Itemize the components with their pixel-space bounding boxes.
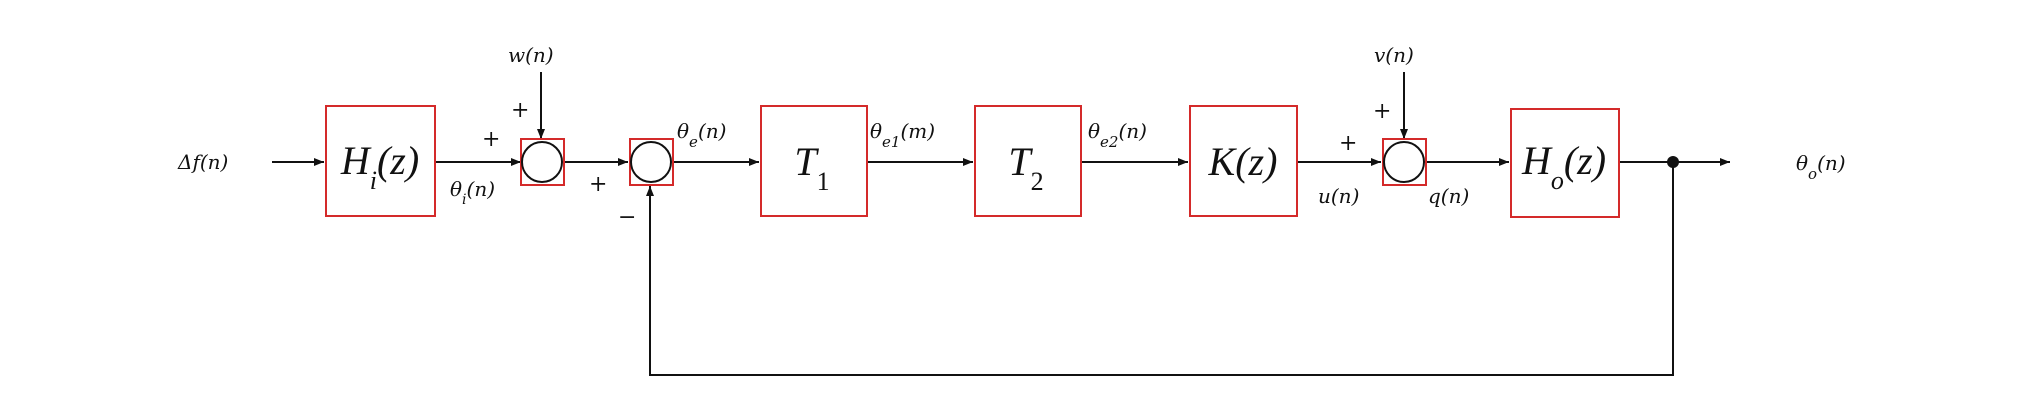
svg-text:Ho(z): Ho(z) — [1521, 138, 1606, 195]
feedback-path — [646, 162, 1674, 376]
sum2-plus-left: + — [589, 172, 607, 197]
pickoff-dot — [1667, 156, 1679, 168]
v-label: v(n) — [1374, 43, 1414, 67]
hi-block: Hi(z) — [325, 105, 436, 217]
sum1-plus-left: + — [482, 127, 500, 152]
sum2-minus-bottom: − — [618, 205, 636, 230]
theta-e2-label: θe2(n) — [1088, 119, 1147, 151]
q-label: q(n) — [1428, 184, 1469, 208]
theta-i-label: θi(n) — [450, 177, 495, 208]
theta-e1-label: θe1(m) — [870, 119, 935, 151]
w-label: w(n) — [508, 43, 554, 67]
t1-block: T1 — [760, 105, 868, 217]
u-label: u(n) — [1318, 184, 1359, 208]
delta-f-label: Δf(n) — [177, 150, 228, 174]
ho-block: Ho(z) — [1510, 108, 1620, 218]
svg-text:T1: T1 — [794, 139, 829, 196]
svg-text:K(z): K(z) — [1208, 139, 1278, 184]
svg-text:T2: T2 — [1008, 139, 1043, 196]
theta-o-label: θo(n) — [1796, 151, 1846, 183]
summing-junction-1 — [520, 138, 565, 186]
sum3-plus-top: + — [1373, 99, 1391, 124]
t2-block: T2 — [974, 105, 1082, 217]
theta-e-label: θe(n) — [677, 119, 726, 151]
sum3-plus-left: + — [1339, 131, 1357, 156]
summing-junction-3 — [1382, 138, 1427, 186]
sum1-plus-top: + — [511, 98, 529, 123]
k-block: K(z) — [1189, 105, 1298, 217]
summing-junction-2 — [629, 138, 674, 186]
svg-text:Hi(z): Hi(z) — [340, 138, 419, 195]
